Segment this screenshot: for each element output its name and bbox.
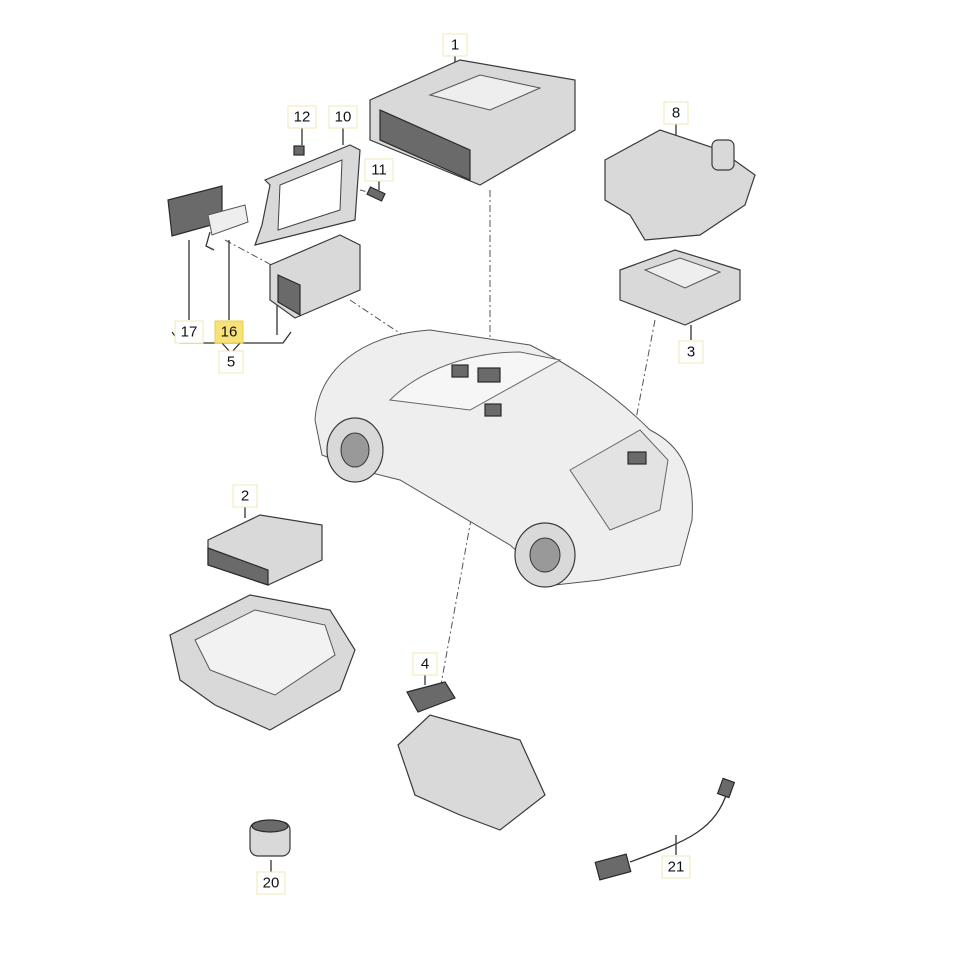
part-5-module[interactable] — [269, 234, 361, 319]
label-11: 11 — [364, 158, 394, 182]
label-8: 8 — [663, 101, 689, 125]
svg-text:11: 11 — [371, 162, 387, 179]
svg-text:21: 21 — [668, 859, 685, 876]
svg-text:12: 12 — [294, 109, 311, 126]
label-1: 1 — [442, 33, 468, 57]
part-10-bracket[interactable] — [254, 144, 361, 246]
holder-bracket[interactable] — [397, 714, 546, 831]
label-21: 21 — [661, 855, 691, 879]
svg-text:20: 20 — [263, 875, 280, 892]
label-2: 2 — [232, 484, 258, 508]
svg-text:8: 8 — [672, 105, 680, 122]
svg-text:1: 1 — [451, 37, 459, 54]
part-3-module[interactable] — [619, 249, 741, 326]
part-4-module[interactable] — [406, 681, 456, 713]
svg-text:4: 4 — [421, 656, 429, 673]
storage-tray[interactable] — [169, 594, 356, 731]
part-20-cap[interactable] — [249, 819, 291, 857]
part-11-bolt[interactable] — [366, 186, 386, 202]
callout-labels: 1 2 3 4 5 8 10 11 12 16 17 20 21 — [174, 33, 704, 895]
svg-text:17: 17 — [181, 324, 198, 341]
label-10: 10 — [328, 105, 358, 129]
svg-text:16: 16 — [221, 324, 238, 341]
part-1-head-unit[interactable] — [369, 59, 576, 186]
svg-text:10: 10 — [335, 109, 352, 126]
label-3: 3 — [678, 340, 704, 364]
label-5: 5 — [218, 350, 244, 374]
svg-text:2: 2 — [241, 488, 249, 505]
label-12: 12 — [287, 105, 317, 129]
part-2-control-unit[interactable] — [207, 514, 323, 586]
part-12-clip[interactable] — [293, 145, 305, 156]
part-16-connector[interactable] — [205, 204, 249, 251]
part-8-bracket[interactable] — [604, 129, 756, 241]
vehicle — [314, 329, 693, 588]
label-17: 17 — [174, 320, 204, 344]
part-21-cable[interactable] — [594, 777, 736, 881]
label-4: 4 — [412, 652, 438, 676]
svg-text:5: 5 — [227, 354, 235, 371]
svg-text:3: 3 — [687, 344, 695, 361]
label-16[interactable]: 16 — [214, 320, 244, 344]
label-20: 20 — [256, 871, 286, 895]
